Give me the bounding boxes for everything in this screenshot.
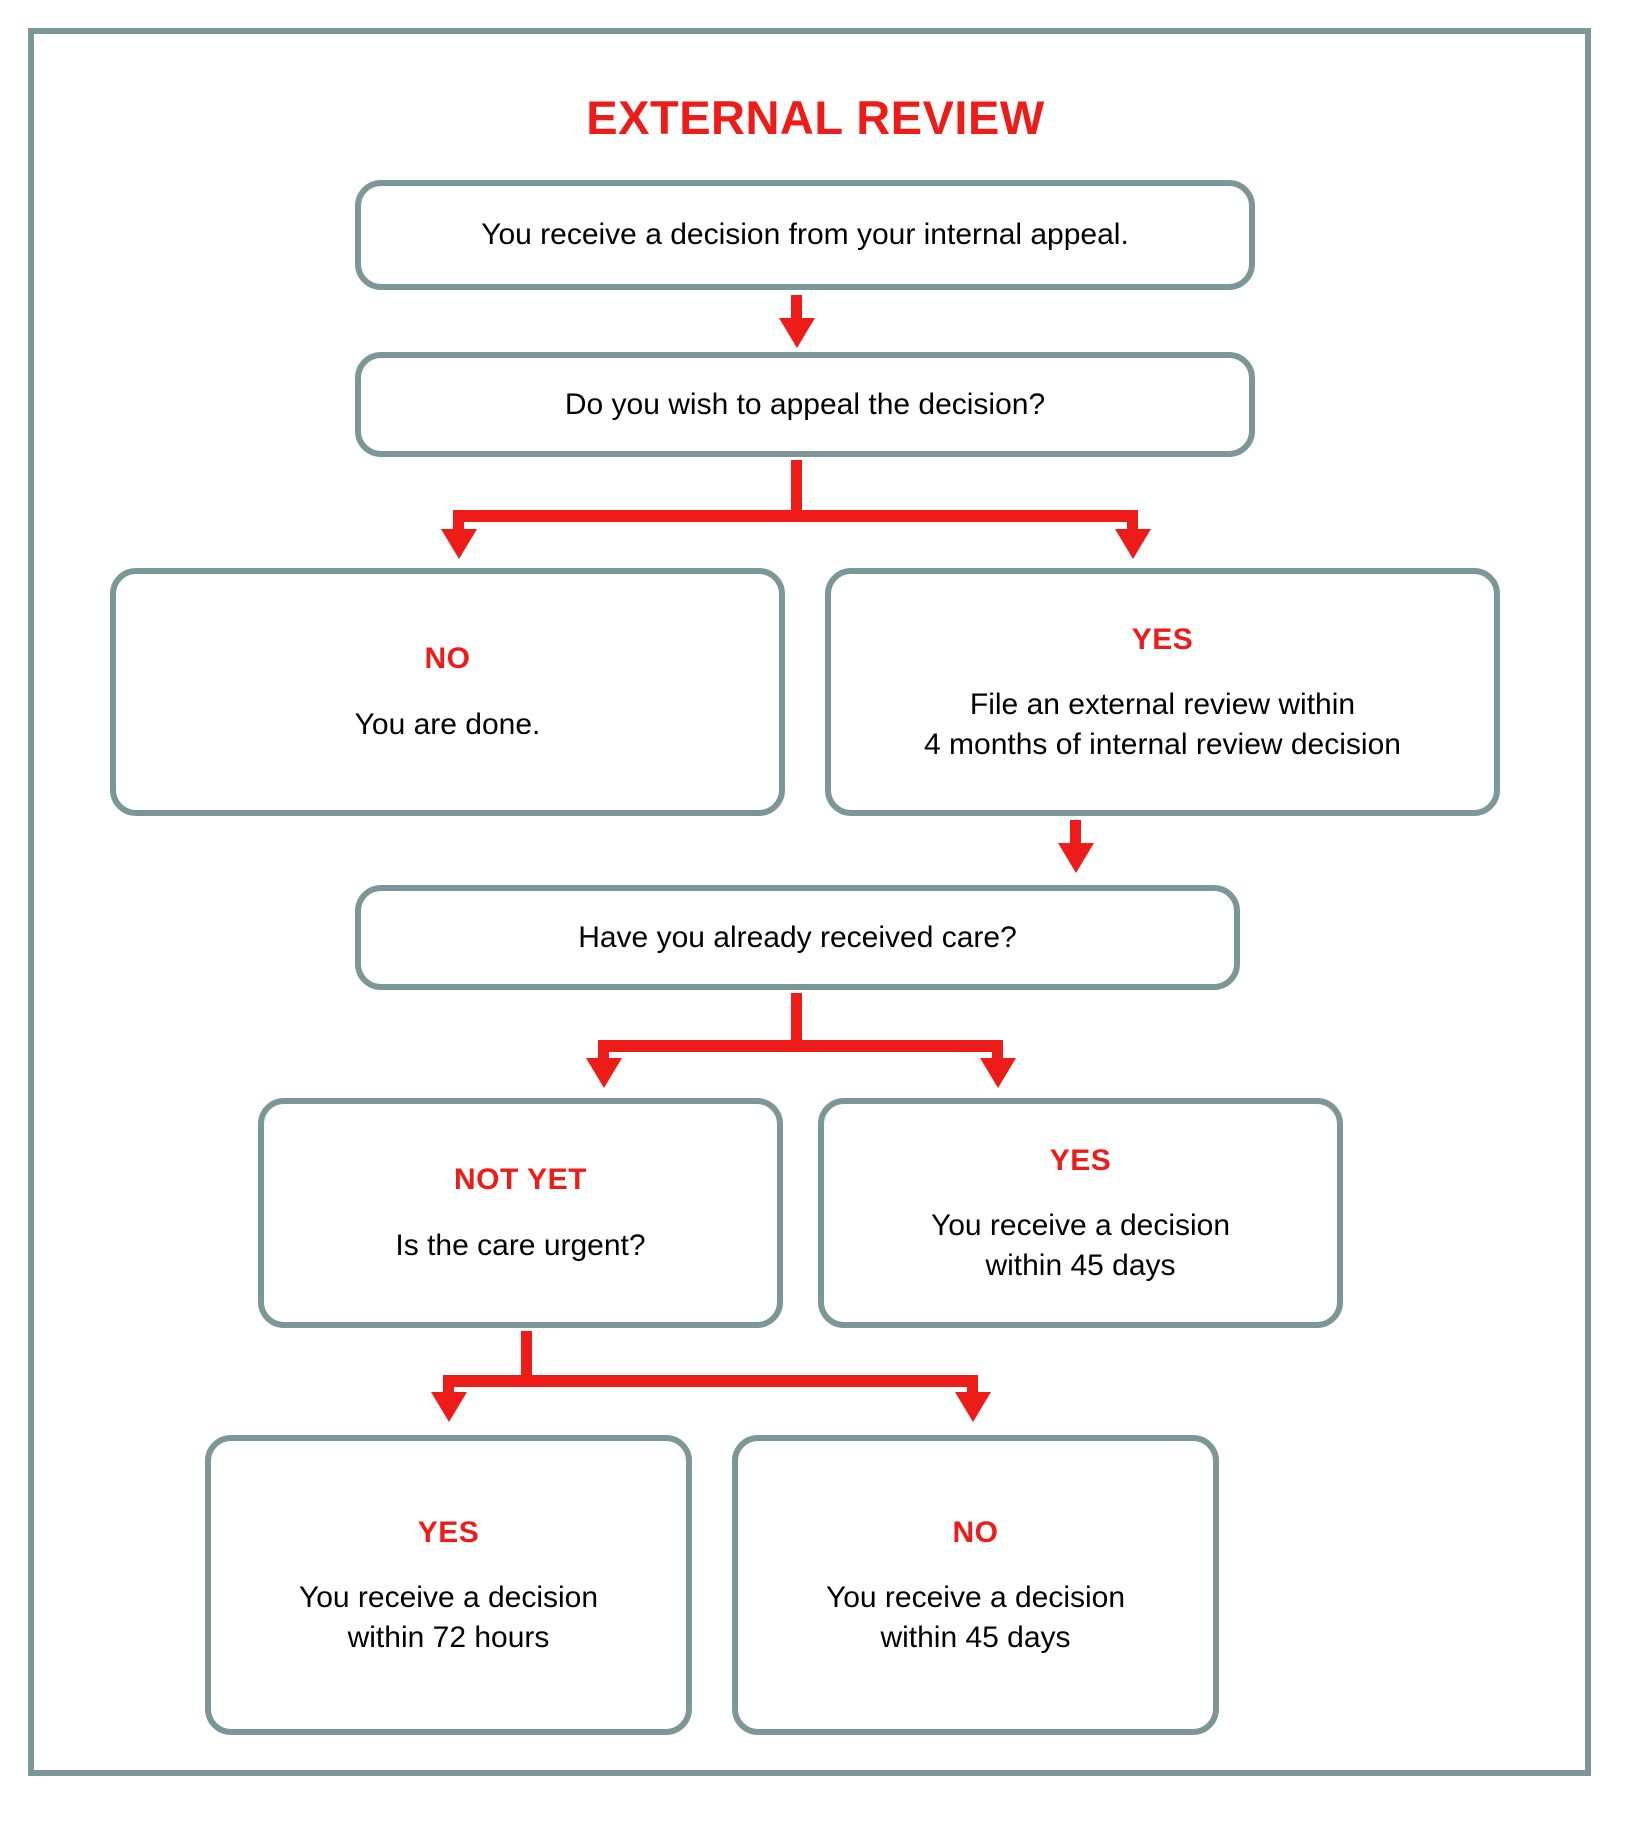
node-question-care: Have you already received care? <box>355 885 1240 990</box>
connector-stem <box>791 295 802 323</box>
connector-crossbar <box>598 1040 1003 1052</box>
node-urgent-yes: YES You receive a decision within 72 hou… <box>205 1435 692 1735</box>
node-appeal-yes: YES File an external review within 4 mon… <box>825 568 1500 816</box>
arrowhead-icon <box>431 1392 467 1422</box>
node-start: You receive a decision from your interna… <box>355 180 1255 290</box>
page-title: EXTERNAL REVIEW <box>586 91 1045 144</box>
arrowhead-icon <box>980 1058 1016 1088</box>
connector-left-drop <box>598 1040 609 1064</box>
node-question-care-text: Have you already received care? <box>578 920 1017 954</box>
node-start-text: You receive a decision from your interna… <box>481 218 1129 252</box>
node-question-appeal-text: Do you wish to appeal the decision? <box>564 387 1046 421</box>
node-care-yes-text: You receive a decision within 45 days <box>930 1209 1231 1282</box>
node-urgent-yes-label: YES <box>417 1515 480 1549</box>
node-care-yes: YES You receive a decision within 45 day… <box>818 1098 1343 1328</box>
connector-stem <box>791 460 802 518</box>
connector-left-drop <box>453 510 464 534</box>
arrowhead-icon <box>1115 529 1151 559</box>
arrowhead-icon <box>779 318 815 348</box>
node-urgent-no-text: You receive a decision within 45 days <box>825 1581 1126 1654</box>
node-urgent-no: NO You receive a decision within 45 days <box>732 1435 1219 1735</box>
node-appeal-no-text: You are done. <box>354 708 541 741</box>
node-appeal-no: NO You are done. <box>110 568 785 816</box>
connector-right-drop <box>967 1375 978 1397</box>
node-appeal-yes-text: File an external review within 4 months … <box>924 688 1401 761</box>
node-care-not-yet-text: Is the care urgent? <box>395 1229 646 1262</box>
connector-stem <box>521 1331 532 1383</box>
arrowhead-icon <box>955 1392 991 1422</box>
connector-crossbar <box>453 510 1138 522</box>
node-care-not-yet: NOT YET Is the care urgent? <box>258 1098 783 1328</box>
connector-right-drop <box>1127 510 1138 534</box>
connector-right-drop <box>992 1040 1003 1064</box>
connector-stem <box>791 993 802 1048</box>
connector-crossbar <box>443 1375 978 1387</box>
node-urgent-yes-text: You receive a decision within 72 hours <box>298 1581 599 1654</box>
arrowhead-icon <box>1058 843 1094 873</box>
node-urgent-no-label: NO <box>952 1515 999 1549</box>
node-care-not-yet-label: NOT YET <box>454 1163 587 1197</box>
arrowhead-icon <box>586 1058 622 1088</box>
arrowhead-icon <box>441 529 477 559</box>
node-appeal-yes-label: YES <box>1131 622 1194 656</box>
node-appeal-no-label: NO <box>424 642 471 676</box>
connector-stem <box>1070 820 1081 848</box>
node-question-appeal: Do you wish to appeal the decision? <box>355 352 1255 457</box>
diagram-frame <box>28 28 1591 1776</box>
node-care-yes-label: YES <box>1049 1143 1112 1177</box>
connector-left-drop <box>443 1375 454 1397</box>
